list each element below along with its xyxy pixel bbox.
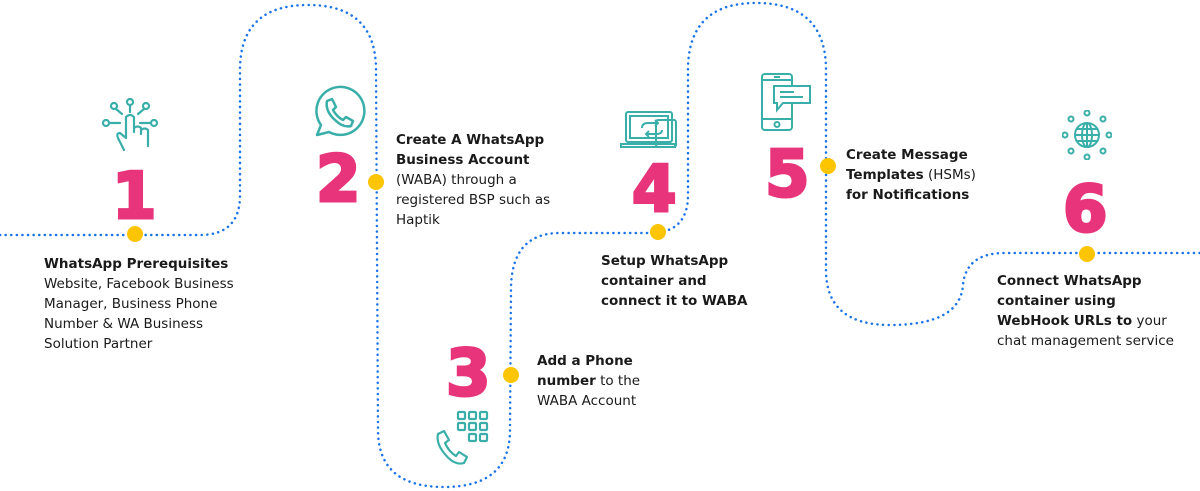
step-3-title: Add a Phone number bbox=[537, 353, 633, 389]
step-3-detail: to the WABA Account bbox=[537, 373, 641, 409]
step-3-description: Add a Phone number to the WABA Account bbox=[537, 351, 662, 411]
step-5-marker bbox=[820, 158, 836, 174]
step-3-marker bbox=[503, 367, 519, 383]
step-4-marker bbox=[650, 224, 666, 240]
step-4-description: Setup WhatsApp container and connect it … bbox=[601, 251, 751, 311]
step-1-marker bbox=[127, 226, 143, 242]
touch-network-icon bbox=[101, 98, 159, 152]
mobile-chat-icon bbox=[761, 73, 811, 131]
step-6-description: Connect WhatsApp container using WebHook… bbox=[997, 271, 1187, 351]
step-6-detail: your chat management service bbox=[997, 313, 1174, 349]
step-3-number: 3 bbox=[445, 337, 493, 411]
step-6-title: Connect WhatsApp container using WebHook… bbox=[997, 273, 1142, 329]
step-5-detail: (HSMs) bbox=[927, 167, 976, 183]
step-2-description: Create A WhatsApp Business Account (WABA… bbox=[396, 130, 556, 230]
whatsapp-icon bbox=[315, 85, 366, 137]
phone-keypad-icon bbox=[436, 410, 489, 465]
step-6-number: 6 bbox=[1062, 173, 1110, 247]
step-1-number: 1 bbox=[111, 160, 159, 234]
globe-network-icon bbox=[1062, 110, 1112, 160]
step-5-title-end: for Notifications bbox=[846, 187, 970, 203]
step-6-marker bbox=[1079, 246, 1095, 262]
step-5-description: Create Message Templates (HSMs) for Noti… bbox=[846, 145, 986, 205]
step-1-title: WhatsApp Prerequisites bbox=[44, 256, 229, 272]
step-1-detail: Website, Facebook Business Manager, Busi… bbox=[44, 276, 234, 352]
step-2-detail: (WABA) through a registered BSP such as … bbox=[396, 172, 551, 228]
step-1-description: WhatsApp Prerequisites Website, Facebook… bbox=[44, 254, 259, 354]
step-2-marker bbox=[368, 174, 384, 190]
step-5-number: 5 bbox=[764, 138, 812, 212]
step-5-title: Create Message Templates bbox=[846, 147, 968, 183]
step-2-title: Create A WhatsApp Business Account bbox=[396, 132, 545, 168]
step-4-title: Setup WhatsApp container and connect it … bbox=[601, 253, 748, 309]
step-4-number: 4 bbox=[631, 153, 679, 227]
step-2-number: 2 bbox=[315, 143, 363, 217]
laptop-sync-icon bbox=[620, 111, 677, 148]
